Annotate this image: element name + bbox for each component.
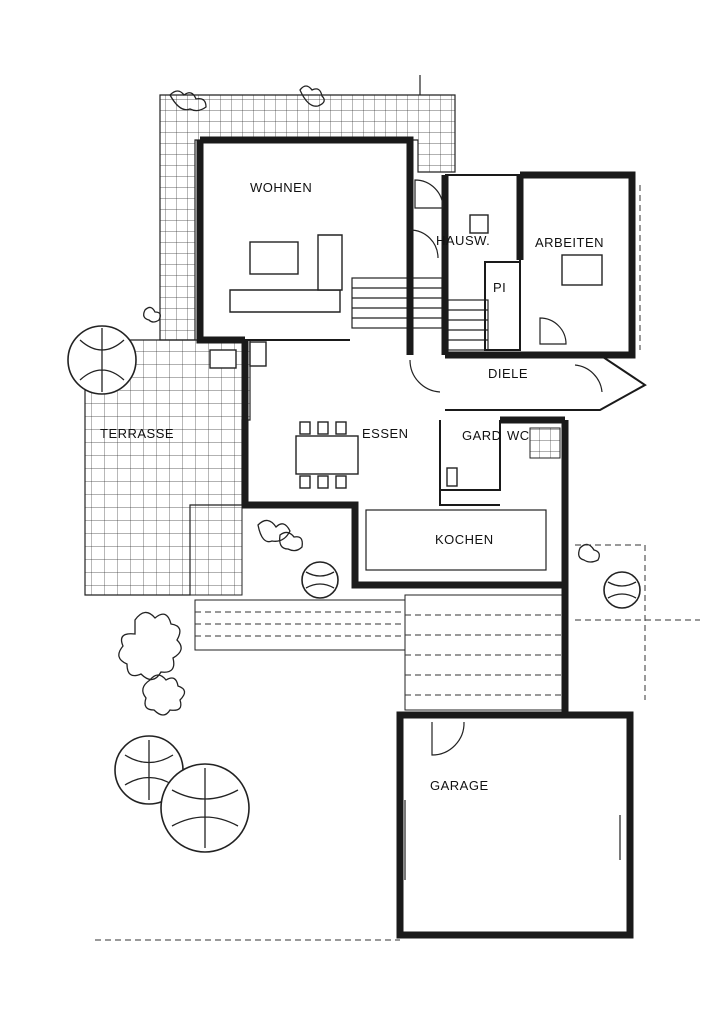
room-label-terrasse: TERRASSE	[100, 426, 174, 441]
garage-door	[404, 800, 621, 880]
room-label-essen: ESSEN	[362, 426, 409, 441]
room-label-kochen: KOCHEN	[435, 532, 494, 547]
plantings	[118, 85, 600, 716]
walls	[196, 136, 647, 939]
terrace-tiles	[84, 94, 456, 596]
room-label-arbeiten: ARBEITEN	[535, 235, 604, 250]
room-label-wc: WC	[507, 428, 530, 443]
room-label-hausw: HAUSW.	[436, 233, 490, 248]
furniture	[209, 214, 603, 571]
room-label-wohnen: WOHNEN	[250, 180, 312, 195]
trees	[67, 325, 641, 853]
site-lines	[95, 75, 700, 941]
room-label-garage: GARAGE	[430, 778, 489, 793]
room-label-diele: DIELE	[488, 366, 528, 381]
room-labels: WOHNEN HAUSW. ARBEITEN PI DIELE TERRASSE…	[100, 180, 604, 793]
doors	[409, 179, 603, 756]
room-label-pi: PI	[493, 280, 506, 295]
room-label-gard: GARD	[462, 428, 502, 443]
